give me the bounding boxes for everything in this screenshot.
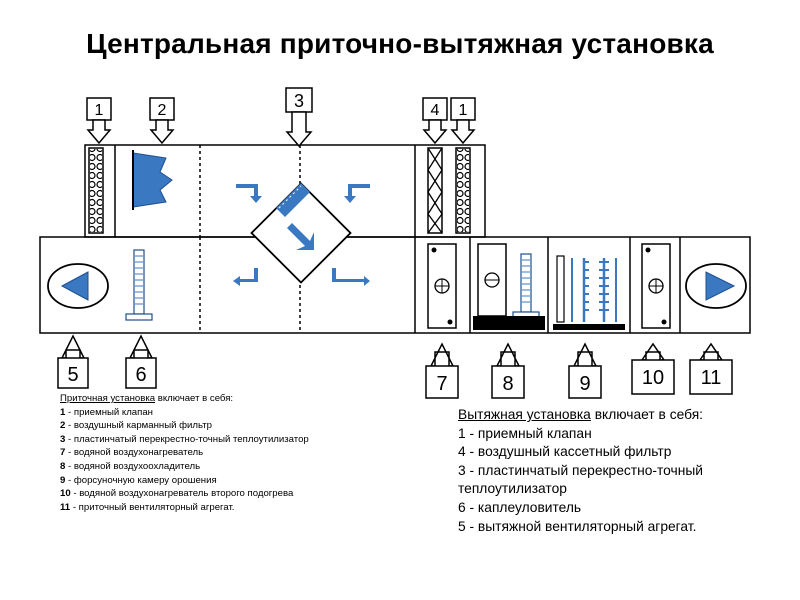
supply-legend-item-text: - форсуночную камеру орошения: [65, 474, 217, 486]
supply-legend-item-text: - приемный клапан: [65, 406, 153, 418]
supply-legend-item-num: 9: [60, 474, 66, 486]
supply-legend-item-text: - воздушный карманный фильтр: [65, 420, 212, 432]
supply-legend-item-num: 8: [60, 460, 66, 472]
supply-legend-item-num: 3: [60, 433, 66, 445]
callout-label-bottom-7: 7: [436, 373, 447, 395]
supply-fan-11: [685, 263, 747, 309]
supply-legend-item-num: 2: [60, 420, 66, 432]
supply-legend-item: 10 - водяной воздухонагреватель второго …: [60, 487, 310, 501]
callout-top-1b: [450, 97, 476, 145]
callout-label-top-4: 4: [431, 102, 440, 119]
exhaust-fan-5: [47, 263, 109, 309]
exhaust-legend-item: 3 - пластинчатый перекрестно-точный тепл…: [458, 462, 703, 497]
callout-top-3: [285, 87, 313, 148]
callout-bottom-7: [425, 342, 459, 399]
supply-legend-item-text: - водяной воздухоохладитель: [65, 460, 201, 472]
callout-label-top-2: 2: [158, 102, 167, 119]
supply-legend-item: 3 - пластинчатый перекрестно-точный тепл…: [60, 433, 310, 447]
exhaust-legend-item: 5 - вытяжной вентиляторный агрегат.: [458, 518, 697, 534]
exhaust-legend-item: 6 - каплеуловитель: [458, 499, 582, 515]
supply-unit-legend: Приточная установка включает в себя: 1 -…: [60, 392, 310, 514]
exhaust-legend-heading-underlined: Вытяжная установка: [458, 407, 591, 422]
supply-legend-item: 8 - водяной воздухоохладитель: [60, 460, 310, 474]
supply-legend-item-text: - приточный вентиляторный агрегат.: [70, 501, 235, 513]
spray-chamber-9: [553, 255, 625, 330]
callout-top-1a: [86, 97, 112, 145]
callout-label-bottom-5: 5: [67, 364, 78, 386]
heat-exchanger-3: [233, 182, 370, 286]
exhaust-legend-heading-rest: включает в себя:: [590, 407, 704, 422]
callout-label-top-1b: 1: [459, 102, 468, 119]
supply-legend-heading: Приточная установка включает в себя:: [60, 392, 310, 406]
callout-bottom-5: [57, 334, 89, 389]
callout-bottom-9: [568, 342, 602, 399]
callout-bottom-6: [125, 334, 157, 389]
reheater-10: [641, 243, 671, 329]
callout-label-bottom-10: 10: [642, 367, 664, 389]
supply-legend-item: 7 - водяной воздухонагреватель: [60, 446, 310, 460]
callout-bottom-11: [689, 342, 733, 395]
pocket-filter-2: [132, 150, 173, 210]
water-heater-7: [427, 243, 457, 329]
exhaust-legend-item: 4 - воздушный кассетный фильтр: [458, 444, 672, 460]
callout-label-bottom-11: 11: [701, 367, 722, 389]
supply-legend-item-num: 10: [60, 488, 71, 500]
supply-legend-item-text: - пластинчатый перекрестно-точный теплоу…: [65, 433, 309, 445]
callout-label-bottom-9: 9: [579, 373, 590, 395]
water-cooler-8: [473, 243, 545, 330]
intake-damper-1: [88, 147, 104, 234]
supply-legend-heading-rest: включает в себя:: [155, 393, 234, 404]
callout-label-bottom-8: 8: [502, 373, 513, 395]
page-title: Центральная приточно-вытяжная установка: [86, 28, 714, 59]
callout-label-top-3: 3: [294, 91, 304, 111]
supply-legend-item-text: - водяной воздухонагреватель второго под…: [70, 488, 294, 500]
exhaust-damper-1: [455, 147, 471, 234]
supply-legend-item: 11 - приточный вентиляторный агрегат.: [60, 501, 310, 515]
supply-legend-item: 9 - форсуночную камеру орошения: [60, 474, 310, 488]
callout-label-top-1a: 1: [95, 102, 104, 119]
supply-legend-item-num: 1: [60, 406, 66, 418]
supply-legend-item-text: - водяной воздухонагреватель: [65, 447, 204, 459]
supply-legend-item-num: 7: [60, 447, 66, 459]
droplet-separator-6: [125, 249, 153, 321]
supply-legend-item: 2 - воздушный карманный фильтр: [60, 419, 310, 433]
supply-legend-heading-underlined: Приточная установка: [60, 393, 156, 404]
cassette-filter-4: [427, 147, 443, 234]
supply-legend-item: 1 - приемный клапан: [60, 406, 310, 420]
exhaust-legend-item: 1 - приемный клапан: [458, 425, 592, 441]
exhaust-unit-legend: Вытяжная установка включает в себя: 1 - …: [458, 406, 758, 536]
callout-top-2: [149, 97, 175, 145]
supply-legend-item-num: 11: [60, 501, 71, 513]
lower-housing: [39, 236, 751, 334]
exhaust-legend-heading: Вытяжная установка включает в себя:: [458, 406, 758, 425]
callout-bottom-8: [491, 342, 525, 399]
callout-label-bottom-6: 6: [135, 364, 146, 386]
callout-bottom-10: [631, 342, 675, 395]
callout-top-4: [422, 97, 448, 145]
